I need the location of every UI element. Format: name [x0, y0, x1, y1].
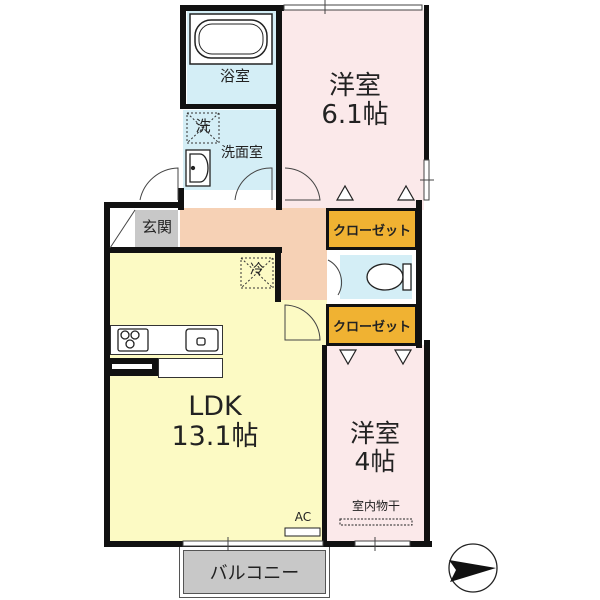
door-swing	[284, 304, 321, 341]
fridge-label: 冷	[250, 262, 264, 278]
western-room-2-label: 洋室 4帖	[349, 419, 400, 476]
fridge-box	[240, 257, 274, 289]
washer-box	[186, 112, 220, 144]
hallway	[180, 208, 327, 250]
indoor-drying-rail	[339, 518, 413, 526]
sink-icon	[185, 328, 219, 352]
washbasin-icon	[185, 149, 211, 187]
wall	[322, 345, 327, 545]
entrance-label: 玄関	[141, 218, 172, 236]
washer-label: 洗	[195, 117, 211, 135]
door-swing	[284, 167, 321, 201]
bathtub-icon	[189, 13, 273, 65]
closet-2: クローゼット	[326, 304, 418, 346]
western-room-2	[327, 345, 424, 541]
toilet-icon	[366, 263, 412, 291]
stove-icon	[117, 328, 149, 352]
ac-unit	[284, 527, 321, 537]
wall	[104, 202, 110, 545]
wall	[180, 5, 186, 105]
ac-label: AC	[294, 510, 312, 524]
balcony: バルコニー	[183, 550, 326, 594]
wall	[275, 247, 281, 302]
ldk-label: LDK 13.1帖	[171, 391, 259, 452]
kitchen-lower-counter	[158, 358, 223, 378]
door-swing	[327, 259, 342, 296]
wall	[180, 5, 284, 11]
door-swing	[234, 167, 273, 201]
north-arrow-icon	[448, 543, 498, 593]
entrance-area	[135, 210, 178, 250]
wall	[416, 200, 422, 348]
indoor-drying-label: 室内物干	[351, 499, 400, 513]
door-swing	[139, 167, 179, 201]
washroom-label: 洗面室	[221, 145, 263, 161]
western-room-1-label: 洋室 6.1帖	[321, 71, 389, 130]
wall	[178, 188, 184, 210]
kitchen-shelf-inner	[112, 364, 152, 369]
wall	[110, 247, 282, 253]
bathroom-label: 浴室	[219, 67, 250, 85]
wall	[424, 5, 429, 185]
western-room-1	[281, 10, 424, 210]
wall	[424, 340, 430, 545]
wall	[104, 202, 184, 208]
hallway-lower	[278, 250, 327, 300]
wall	[180, 104, 280, 109]
